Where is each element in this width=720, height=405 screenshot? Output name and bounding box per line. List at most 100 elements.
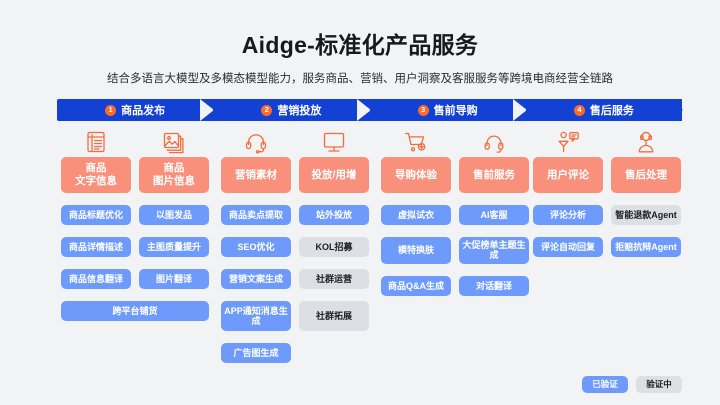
feature-pill[interactable]: 大促榜单主题生成 bbox=[459, 237, 529, 264]
stage-3[interactable]: 3 售前导购 bbox=[369, 99, 527, 121]
chevron-right-icon bbox=[356, 99, 371, 121]
chevron-right-icon bbox=[669, 99, 683, 121]
capability-label-line: 图片信息 bbox=[153, 175, 195, 187]
chevron-right-icon bbox=[512, 99, 527, 121]
feature-pill[interactable]: 图片翻译 bbox=[139, 269, 209, 289]
stage-number-badge: 4 bbox=[573, 104, 585, 116]
feature-pill-row: 广告图生成 bbox=[221, 343, 381, 363]
agent-support-icon bbox=[633, 126, 659, 154]
feature-pill[interactable]: 社群拓展 bbox=[299, 301, 369, 331]
feature-pill-list: 商品标题优化以图发品商品详情描述主图质量提升商品信息翻译图片翻译跨平台铺货 bbox=[61, 205, 221, 333]
feature-pill[interactable]: SEO优化 bbox=[221, 237, 291, 257]
capability-label-line: 文字信息 bbox=[75, 175, 117, 187]
feature-pill[interactable]: 以图发品 bbox=[139, 205, 209, 225]
capability-header-row: 营销素材 投放/用增 bbox=[217, 126, 377, 193]
feature-pill[interactable]: 商品标题优化 bbox=[61, 205, 131, 225]
feature-pill-row: APP通知消息生成社群拓展 bbox=[221, 301, 381, 331]
legend-verified: 已验证 bbox=[582, 376, 628, 393]
capability-label[interactable]: 营销素材 bbox=[221, 157, 291, 193]
column-marketing: 营销素材 投放/用增商品卖点提取站外投放 SEO优化 KOL招募营销文案生成社群运营 A… bbox=[217, 126, 377, 366]
capability-cell: 商品文字信息 bbox=[61, 126, 131, 193]
feature-pill[interactable]: 评论分析 bbox=[533, 205, 603, 225]
legend-in-progress: 验证中 bbox=[636, 376, 682, 393]
feature-pill-list: 商品卖点提取站外投放 SEO优化 KOL招募营销文案生成社群运营 APP通知消息生成社… bbox=[221, 205, 381, 375]
feature-pill-list: 评论分析智能退款Agent 评论自动回复拒赔抗辩Agent bbox=[533, 205, 686, 269]
headphone-icon bbox=[481, 126, 507, 154]
capability-cell: 售前服务 bbox=[459, 126, 529, 193]
feature-pill-row: SEO优化 KOL招募 bbox=[221, 237, 381, 257]
feature-pill[interactable]: 虚拟试衣 bbox=[381, 205, 451, 225]
capability-label[interactable]: 售前服务 bbox=[459, 157, 529, 193]
capability-label-line: 商品 bbox=[163, 162, 185, 175]
feature-pill-row: 商品卖点提取站外投放 bbox=[221, 205, 381, 225]
stage-number-badge: 2 bbox=[261, 104, 273, 116]
feature-pill-row: 虚拟试衣 AI客服 bbox=[381, 205, 533, 225]
capability-label-line: 用户评论 bbox=[547, 168, 589, 181]
feature-pill-row: 模特换肤大促榜单主题生成 bbox=[381, 237, 533, 264]
legend: 已验证验证中 bbox=[582, 376, 682, 393]
feature-pill[interactable]: 跨平台铺货 bbox=[61, 301, 209, 321]
feature-pill[interactable]: 智能退款Agent bbox=[611, 205, 681, 225]
capability-cell: 投放/用增 bbox=[299, 126, 369, 193]
stage-label: 营销投放 bbox=[277, 105, 322, 117]
feature-pill[interactable]: 社群运营 bbox=[299, 269, 369, 289]
page-title: Aidge-标准化产品服务 bbox=[241, 32, 479, 58]
feature-pill-row: 评论分析智能退款Agent bbox=[533, 205, 686, 225]
capability-label[interactable]: 用户评论 bbox=[533, 157, 603, 193]
capability-label-line: 投放/用增 bbox=[311, 168, 357, 181]
capability-label[interactable]: 商品文字信息 bbox=[61, 157, 131, 193]
feature-pill[interactable]: 商品Q&A生成 bbox=[381, 275, 451, 296]
feature-pill[interactable]: 主图质量提升 bbox=[139, 237, 209, 257]
capability-header-row: 用户评论 售后处理 bbox=[529, 126, 682, 193]
user-comment-icon bbox=[555, 126, 581, 154]
chevron-right-icon bbox=[200, 99, 215, 121]
feature-pill[interactable]: 营销文案生成 bbox=[221, 269, 291, 289]
monitor-icon bbox=[321, 126, 347, 154]
capability-cell: 用户评论 bbox=[533, 126, 603, 193]
stage-label: 售前导购 bbox=[433, 105, 478, 117]
capability-cell: 营销素材 bbox=[221, 126, 291, 193]
feature-pill[interactable]: 商品信息翻译 bbox=[61, 269, 131, 289]
feature-pill[interactable]: 模特换肤 bbox=[381, 237, 451, 264]
column-after-sale: 用户评论 售后处理评论分析智能退款Agent 评论自动回复拒赔抗辩Agent bbox=[529, 126, 682, 366]
capability-cell: 售后处理 bbox=[611, 126, 681, 193]
feature-pill[interactable]: APP通知消息生成 bbox=[221, 301, 291, 331]
feature-pill[interactable]: AI客服 bbox=[459, 205, 529, 225]
feature-pill-row: 跨平台铺货 bbox=[61, 301, 221, 321]
capability-label-line: 售后处理 bbox=[625, 168, 667, 181]
feature-pill[interactable]: 评论自动回复 bbox=[533, 237, 603, 257]
capability-label[interactable]: 导购体验 bbox=[381, 157, 451, 193]
capability-label[interactable]: 售后处理 bbox=[611, 157, 681, 193]
capability-label[interactable]: 商品图片信息 bbox=[139, 157, 209, 193]
stage-2[interactable]: 2 营销投放 bbox=[213, 99, 371, 121]
stage-label: 商品发布 bbox=[121, 105, 166, 117]
capability-cell: 商品图片信息 bbox=[139, 126, 209, 193]
capability-label-line: 营销素材 bbox=[235, 168, 277, 181]
feature-pill[interactable]: 对话翻译 bbox=[459, 275, 529, 296]
cart-plus-icon bbox=[403, 126, 429, 154]
feature-pill[interactable]: 站外投放 bbox=[299, 205, 369, 225]
capability-columns: 商品文字信息商品图片信息商品标题优化以图发品商品详情描述主图质量提升商品信息翻译… bbox=[57, 126, 682, 366]
feature-pill[interactable]: KOL招募 bbox=[299, 237, 369, 257]
page-subtitle: 结合多语言大模型及多模态模型能力，服务商品、营销、用户洞察及客服服务等跨境电商经… bbox=[107, 73, 613, 85]
feature-pill[interactable]: 商品详情描述 bbox=[61, 237, 131, 257]
capability-cell: 导购体验 bbox=[381, 126, 451, 193]
feature-pill-row: 商品标题优化以图发品 bbox=[61, 205, 221, 225]
feature-pill-row: 商品详情描述主图质量提升 bbox=[61, 237, 221, 257]
image-stack-icon bbox=[161, 126, 187, 154]
feature-pill[interactable]: 广告图生成 bbox=[221, 343, 291, 363]
feature-pill[interactable]: 拒赔抗辩Agent bbox=[611, 237, 681, 257]
feature-pill-row: 商品Q&A生成对话翻译 bbox=[381, 275, 533, 296]
capability-label[interactable]: 投放/用增 bbox=[299, 157, 369, 193]
column-product-publish: 商品文字信息商品图片信息商品标题优化以图发品商品详情描述主图质量提升商品信息翻译… bbox=[57, 126, 217, 366]
stage-number-badge: 3 bbox=[417, 104, 429, 116]
feature-pill[interactable]: 商品卖点提取 bbox=[221, 205, 291, 225]
capability-label-line: 商品 bbox=[85, 162, 107, 175]
capability-header-row: 商品文字信息商品图片信息 bbox=[57, 126, 217, 193]
capability-header-row: 导购体验售前服务 bbox=[377, 126, 529, 193]
